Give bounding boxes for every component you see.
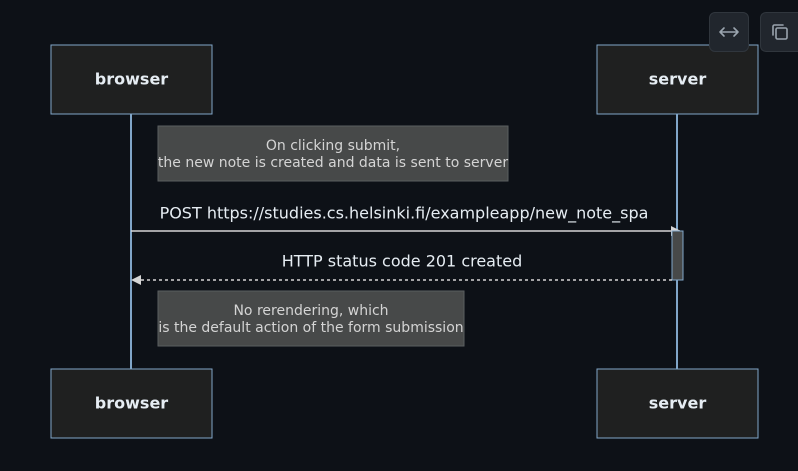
- actor-server-bottom-label: server: [649, 394, 707, 413]
- note-no-rerender-line-2: is the default action of the form submis…: [158, 320, 463, 336]
- actor-browser-label: browser: [95, 70, 168, 89]
- actor-browser-bottom: browser: [50, 368, 213, 439]
- actor-browser-bottom-label: browser: [95, 394, 168, 413]
- note-no-rerender: No rerendering, which is the default act…: [157, 290, 465, 347]
- actor-browser-top: browser: [50, 44, 213, 115]
- copy-icon: [771, 24, 788, 40]
- note-submit-line-2: the new note is created and data is sent…: [158, 155, 508, 171]
- note-submit-line-1: On clicking submit,: [266, 138, 400, 154]
- horizontal-arrows-icon: [719, 27, 739, 37]
- actor-server-top: server: [596, 44, 759, 115]
- actor-server-bottom: server: [596, 368, 759, 439]
- message-response-label: HTTP status code 201 created: [282, 252, 523, 271]
- note-submit: On clicking submit, the new note is crea…: [157, 125, 509, 182]
- expand-button[interactable]: [709, 12, 749, 52]
- copy-button[interactable]: [760, 12, 798, 52]
- note-no-rerender-line-1: No rerendering, which: [233, 303, 388, 319]
- message-post-label: POST https://studies.cs.helsinki.fi/exam…: [160, 204, 649, 224]
- server-activation: [671, 230, 684, 281]
- actor-server-label: server: [649, 70, 707, 89]
